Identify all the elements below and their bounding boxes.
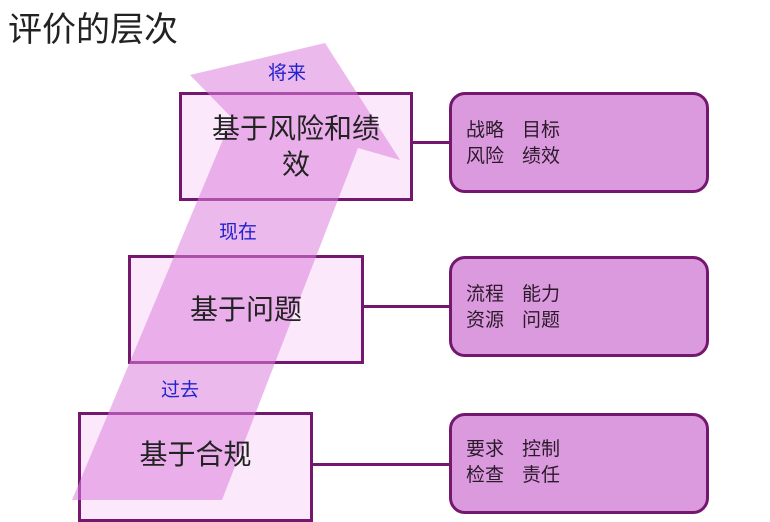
detail-item: 风险 <box>466 144 505 167</box>
detail-row: 战略目标 <box>466 117 706 143</box>
detail-item: 绩效 <box>522 144 561 167</box>
connector-line-middle <box>362 305 451 308</box>
level-box-problem: 基于问题 <box>128 255 364 364</box>
detail-item: 战略 <box>466 118 505 141</box>
detail-item: 责任 <box>522 464 561 486</box>
detail-row: 检查责任 <box>466 462 706 488</box>
detail-box-risk-performance: 战略目标 风险绩效 <box>449 92 709 193</box>
detail-item: 流程 <box>466 282 505 305</box>
detail-item: 目标 <box>522 118 561 141</box>
detail-item: 问题 <box>522 308 561 331</box>
detail-row: 风险绩效 <box>466 143 706 169</box>
connector-line-bottom <box>311 463 451 466</box>
detail-row: 资源问题 <box>466 307 706 333</box>
level-box-risk-performance: 基于风险和绩效 <box>179 92 413 201</box>
detail-box-problem: 流程能力 资源问题 <box>449 256 709 357</box>
detail-item: 检查 <box>466 464 505 486</box>
level-label: 基于问题 <box>189 292 302 326</box>
detail-item: 能力 <box>522 282 561 305</box>
time-label-present: 现在 <box>219 221 258 243</box>
level-label: 基于合规 <box>139 438 252 471</box>
detail-row: 流程能力 <box>466 281 706 307</box>
detail-row: 要求控制 <box>466 436 706 462</box>
detail-item: 控制 <box>522 438 561 460</box>
level-label: 基于风险和绩效 <box>211 111 380 181</box>
connector-line-top <box>411 141 451 144</box>
time-label-past: 过去 <box>161 379 200 401</box>
time-label-future: 将来 <box>268 62 307 84</box>
detail-item: 要求 <box>466 438 505 460</box>
detail-item: 资源 <box>466 308 505 331</box>
page-title: 评价的层次 <box>8 10 178 50</box>
detail-box-compliance: 要求控制 检查责任 <box>449 413 709 514</box>
level-box-compliance: 基于合规 <box>78 412 313 522</box>
